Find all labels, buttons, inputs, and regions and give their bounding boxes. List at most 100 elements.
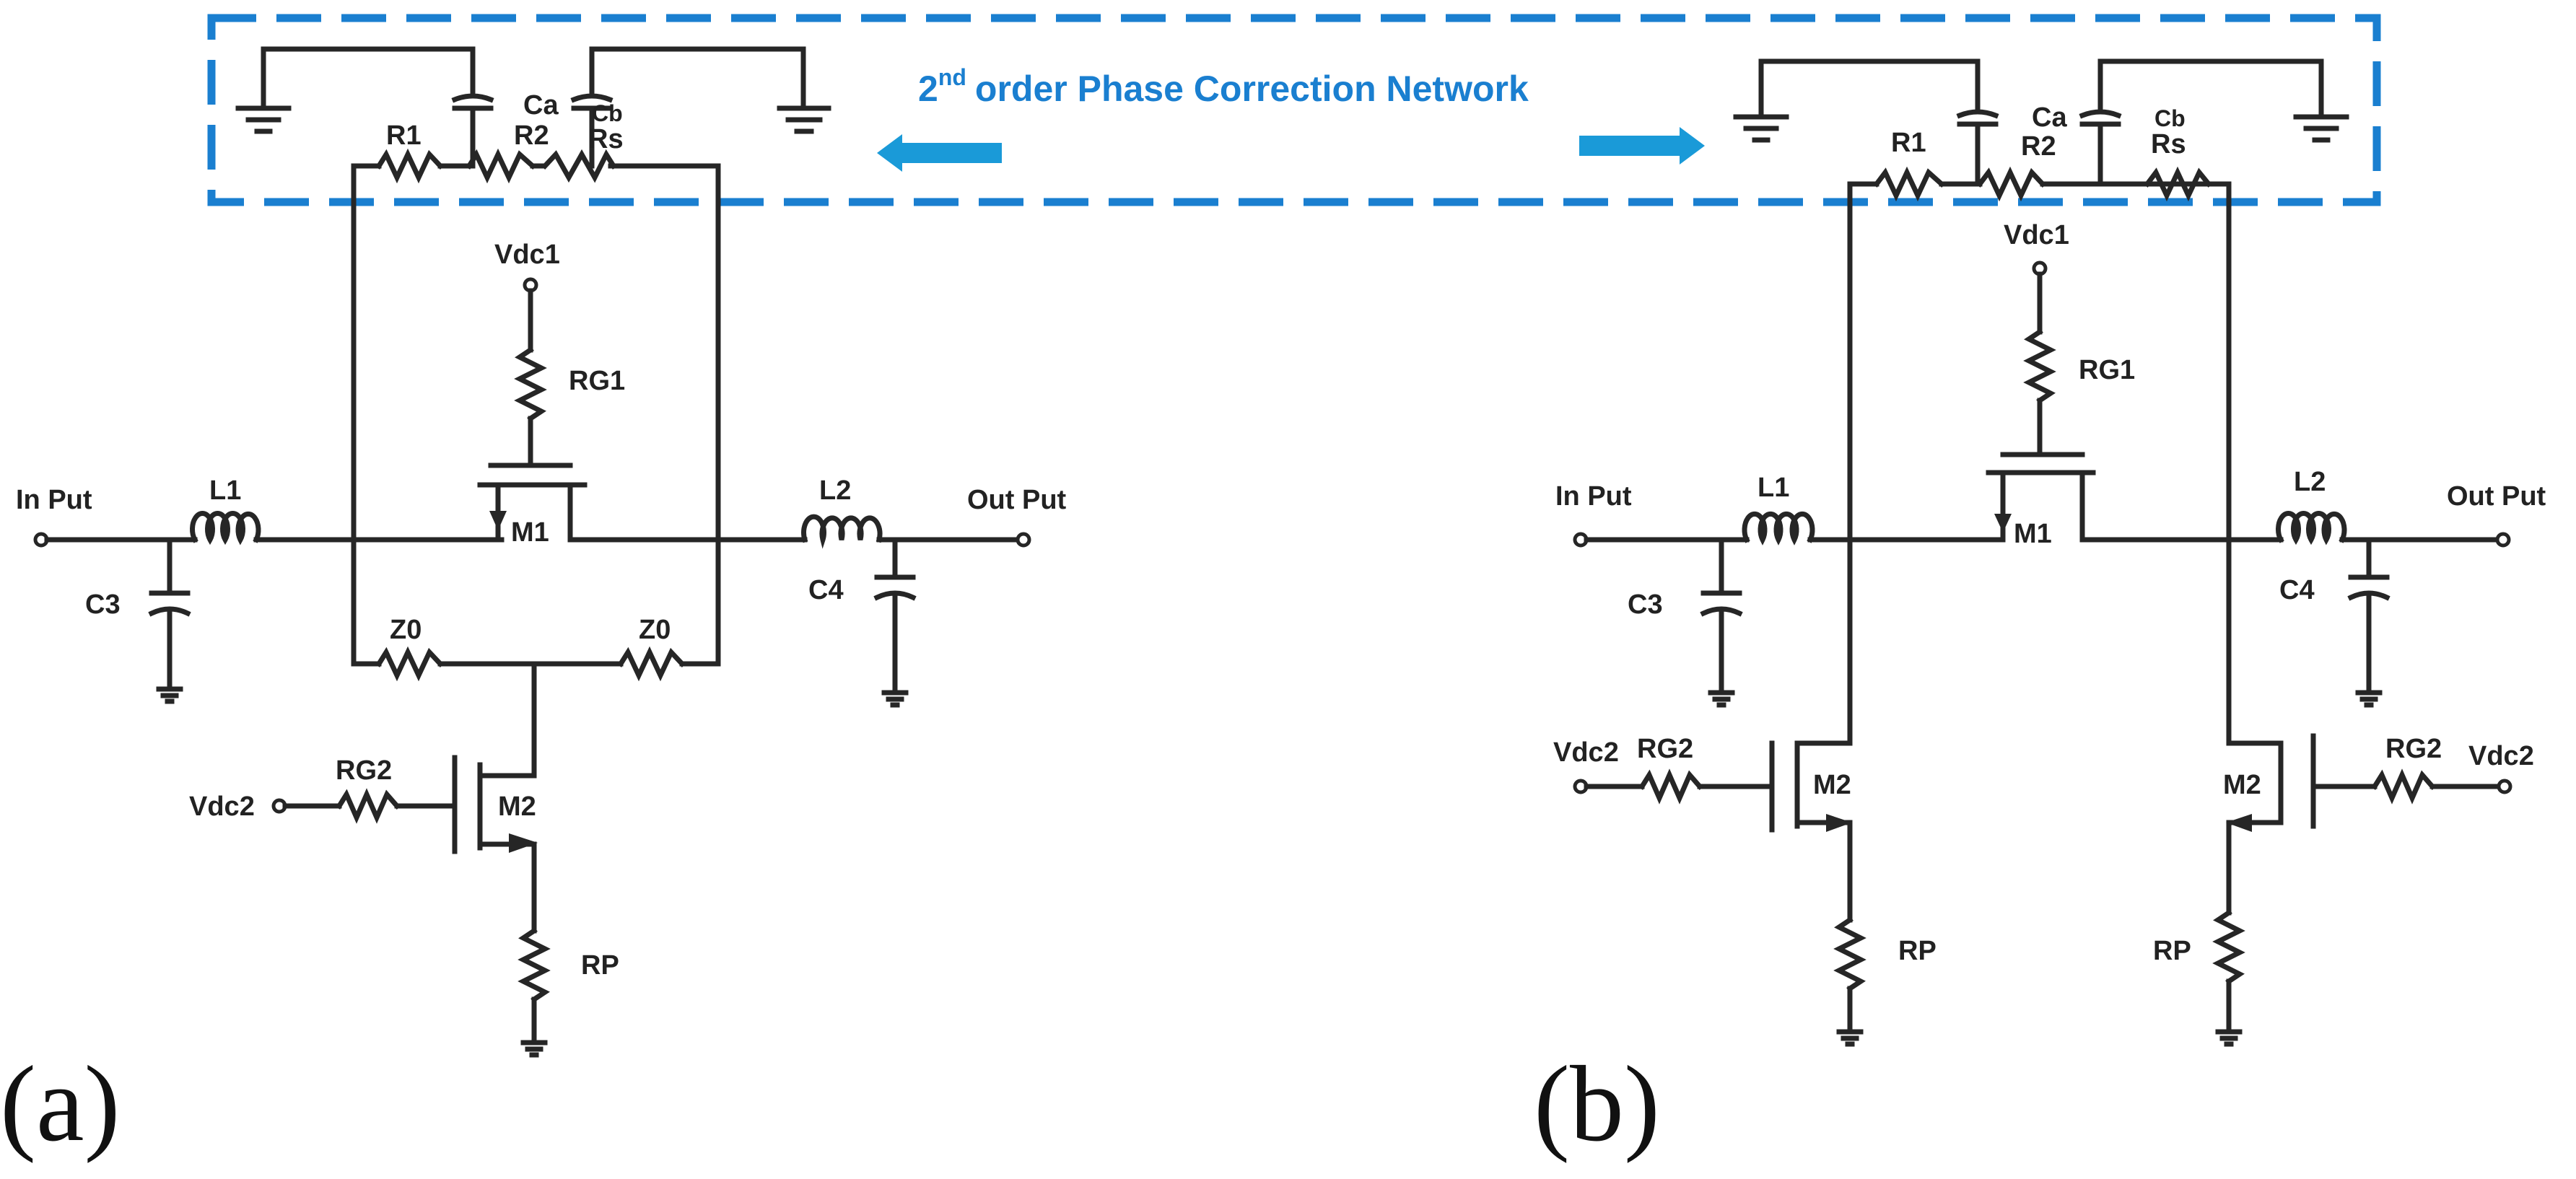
circuit-a: R1 R2 Ca Cb Rs Z0 Z0 In Put L1 L2 Out Pu… — [0, 46, 1067, 1164]
label-cb: Cb — [592, 100, 623, 126]
label-ca-b: Ca — [2032, 102, 2067, 133]
resistor-icon — [336, 788, 401, 824]
resistor-icon — [514, 346, 547, 422]
ground-icon — [520, 1040, 548, 1058]
label-rg2-a: RG2 — [336, 755, 392, 786]
resistor-icon — [1638, 768, 1703, 805]
resistor-icon — [375, 646, 444, 682]
output-terminal — [1016, 532, 1031, 548]
label-rs-b: Rs — [2151, 129, 2186, 159]
label-m1-b: M1 — [2014, 519, 2052, 549]
label-rp-b-left: RP — [1898, 936, 1937, 966]
inductor-icon — [1742, 511, 1815, 545]
label-vdc2-b-right: Vdc2 — [2468, 741, 2534, 771]
capacitor-icon — [1700, 590, 1743, 617]
network-order: 2 — [918, 69, 938, 109]
ground-icon — [777, 105, 831, 134]
transistor-icon — [2226, 733, 2316, 869]
label-output-b: Out Put — [2447, 481, 2546, 512]
label-rp-a: RP — [581, 950, 619, 981]
resistor-icon — [541, 149, 617, 183]
label-output-a: Out Put — [967, 485, 1067, 515]
ground-icon — [156, 686, 183, 704]
transistor-icon — [1769, 740, 1853, 872]
label-l2-b: L2 — [2294, 467, 2326, 497]
panel-label-a: (a) — [0, 1044, 120, 1164]
ground-icon — [2355, 690, 2383, 708]
label-rg1-a: RG1 — [569, 366, 625, 396]
arrow-left-icon — [877, 134, 1002, 172]
label-rg2-b-right: RG2 — [2385, 734, 2442, 764]
label-z0-left: Z0 — [390, 615, 422, 645]
label-c4-a: C4 — [808, 575, 844, 605]
capacitor-icon — [451, 46, 494, 111]
label-m2-b-left: M2 — [1813, 770, 1851, 800]
resistor-icon — [1873, 166, 1945, 202]
label-input-a: In Put — [16, 485, 92, 515]
label-rg2-b-left: RG2 — [1637, 734, 1693, 764]
resistor-icon — [2212, 909, 2245, 985]
label-vdc2-a: Vdc2 — [189, 792, 255, 822]
inductor-icon — [2276, 510, 2347, 545]
capacitor-icon — [1956, 58, 1999, 127]
label-l2-a: L2 — [819, 475, 851, 506]
capacitor-icon — [873, 574, 917, 601]
label-r1-b: R1 — [1891, 128, 1926, 158]
resistor-icon — [1833, 916, 1866, 992]
label-ca: Ca — [523, 90, 559, 120]
label-c4-b: C4 — [2279, 575, 2315, 605]
inductor-icon — [190, 510, 261, 545]
transistor-icon — [1986, 452, 2096, 543]
label-r1: R1 — [386, 120, 422, 151]
capacitor-icon — [2347, 574, 2391, 601]
ground-icon — [881, 690, 909, 708]
label-c3-a: C3 — [85, 590, 121, 620]
network-title: 2nd order Phase Correction Network — [918, 64, 1529, 109]
resistor-icon — [1976, 166, 2046, 202]
label-rp-b-right: RP — [2153, 936, 2191, 966]
label-vdc1-b: Vdc1 — [2004, 220, 2069, 250]
output-terminal-b — [2495, 532, 2511, 548]
resistor-icon — [375, 148, 444, 184]
label-vdc1-a: Vdc1 — [494, 240, 560, 270]
resistor-icon — [2023, 328, 2056, 404]
label-rs: Rs — [588, 124, 624, 154]
capacitor-icon — [2079, 58, 2122, 127]
circuit-b: R1 R2 Ca Cb Rs In Put L1 L2 Out Put C3 — [1534, 58, 2546, 1164]
resistor-icon — [2371, 768, 2436, 805]
ground-icon — [235, 105, 292, 134]
label-m2-b-right: M2 — [2223, 770, 2261, 800]
arrow-right-icon — [1579, 127, 1705, 165]
label-r2-b: R2 — [2021, 131, 2056, 162]
capacitor-icon — [148, 590, 191, 617]
ground-icon — [1836, 1029, 1864, 1047]
label-m1-a: M1 — [511, 517, 549, 548]
label-z0-right: Z0 — [639, 615, 671, 645]
resistor-icon — [466, 148, 536, 184]
ground-icon — [1708, 690, 1735, 708]
label-rg1-b: RG1 — [2079, 355, 2135, 385]
label-l1-b: L1 — [1758, 473, 1789, 503]
label-c3-b: C3 — [1628, 590, 1663, 620]
label-m2-a: M2 — [498, 792, 536, 822]
inductor-icon — [801, 514, 883, 549]
label-cb-b: Cb — [2154, 105, 2186, 131]
ground-icon — [2215, 1029, 2243, 1047]
ground-icon — [2293, 114, 2349, 143]
label-l1-a: L1 — [209, 475, 241, 506]
vdc2-terminal-b-right — [2497, 779, 2512, 794]
phase-correction-frame — [207, 14, 2381, 206]
ground-icon — [1733, 114, 1789, 143]
resistor-icon — [2144, 166, 2212, 202]
resistor-icon — [617, 646, 686, 682]
network-title-text: order Phase Correction Network — [975, 69, 1529, 109]
resistor-icon — [518, 927, 551, 1003]
capacitor-icon — [570, 46, 614, 111]
network-order-suffix: nd — [938, 64, 966, 90]
label-input-b: In Put — [1555, 481, 1632, 512]
label-vdc2-b-left: Vdc2 — [1553, 737, 1619, 768]
transistor-icon — [477, 463, 588, 543]
panel-label-b: (b) — [1534, 1044, 1660, 1164]
label-r2: R2 — [514, 120, 549, 151]
